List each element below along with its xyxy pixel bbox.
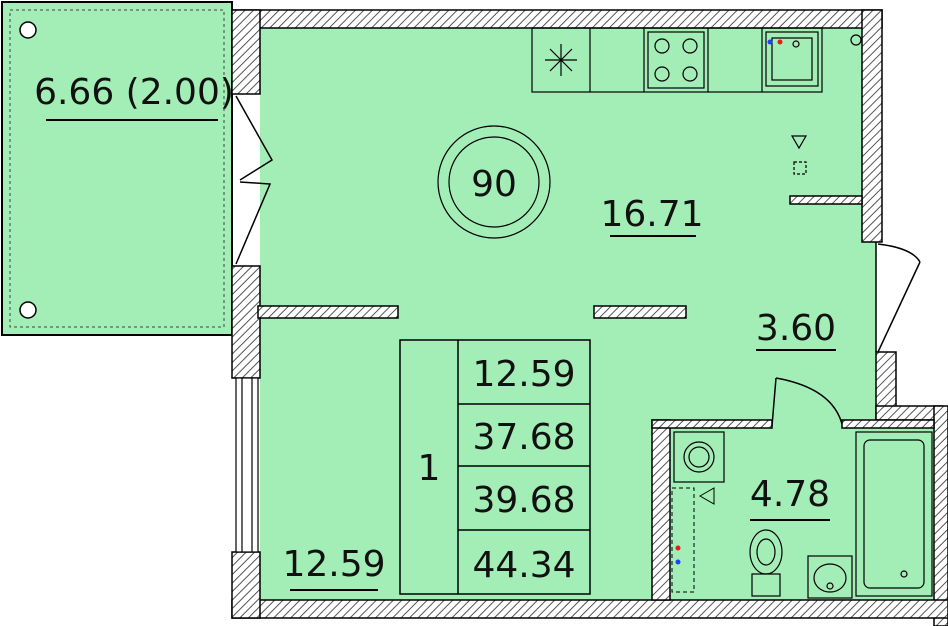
kitchen-counter [531, 27, 823, 93]
balcony-area [1, 1, 233, 336]
summary-table [399, 339, 591, 595]
kitchen-sink-icon [765, 31, 862, 87]
balcony-door [231, 94, 274, 266]
kitchen-living-area-label: 16.71 [600, 194, 703, 235]
plumbing-riser-icon [671, 487, 715, 593]
hallway-area-label: 3.60 [756, 308, 836, 349]
ventilation-icon [790, 135, 808, 175]
bathtub-icon [855, 431, 933, 597]
balcony-area-label: 6.66 (2.00) [34, 72, 234, 113]
balcony-post-bottom [19, 301, 37, 319]
window-left [235, 377, 259, 553]
apartment-number: 90 [471, 164, 517, 205]
bathroom-area-label: 4.78 [750, 474, 830, 515]
room-count: 1 [418, 448, 441, 489]
bathroom-sink-icon [807, 555, 853, 599]
stove-icon [647, 31, 705, 89]
total-area-reduced-value: 39.68 [472, 480, 575, 521]
room-area-label: 12.59 [282, 544, 385, 585]
total-area-no-balcony-value: 37.68 [472, 417, 575, 458]
bathroom-door [771, 377, 843, 427]
toilet-icon [749, 529, 783, 597]
living-area-value: 12.59 [472, 354, 575, 395]
total-area-full-value: 44.34 [472, 545, 575, 586]
entrance-door [875, 242, 921, 353]
balcony-post-top [19, 21, 37, 39]
fridge-icon [545, 44, 577, 76]
washing-machine-icon [673, 431, 725, 483]
apartment-number-badge: 90 [437, 125, 551, 239]
